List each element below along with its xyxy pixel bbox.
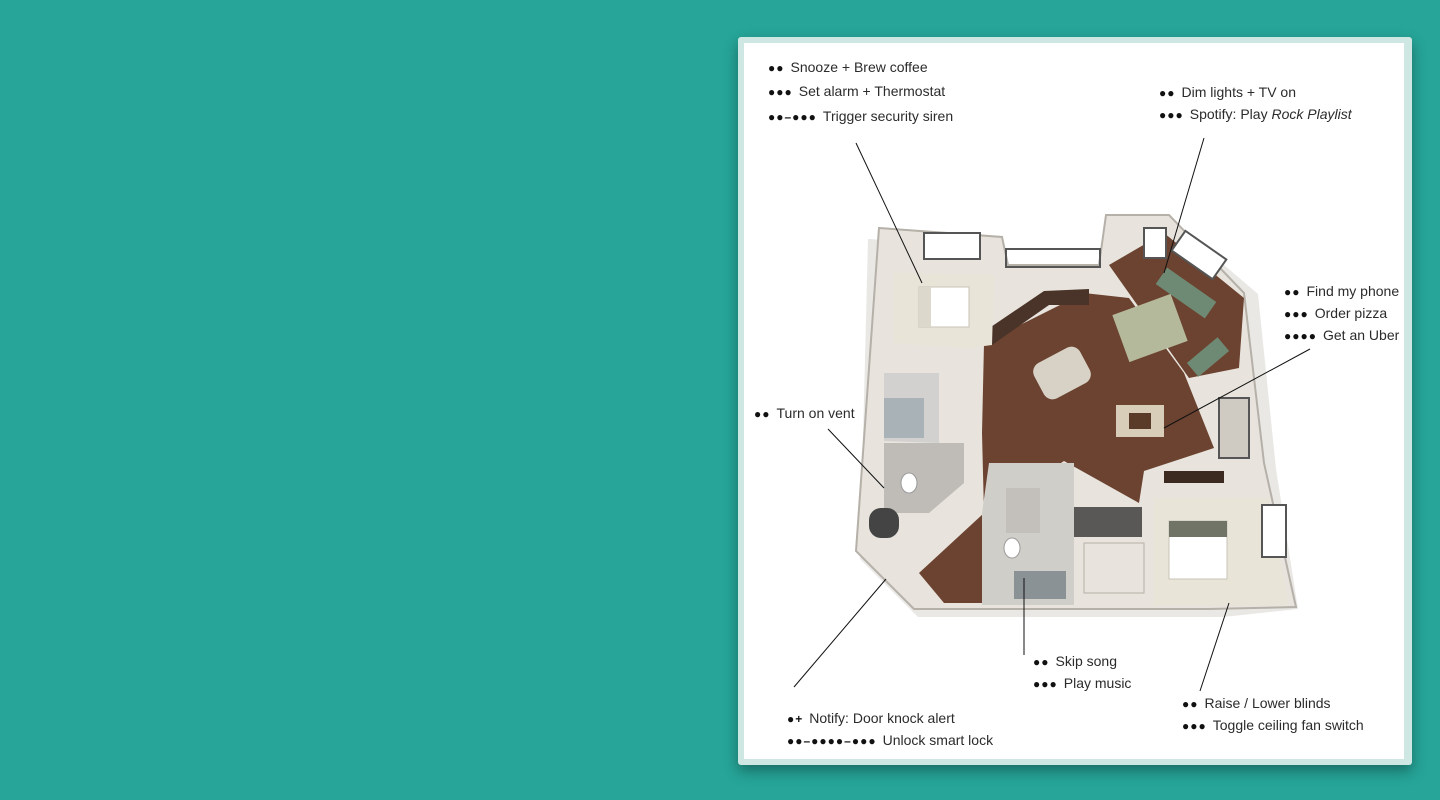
- kitchen-island: [1033, 346, 1091, 400]
- window-living-2: [1170, 229, 1228, 281]
- gesture-dots: ●+: [787, 712, 804, 726]
- leader-dining: [1163, 348, 1311, 429]
- gesture-dots: ●●●: [1284, 307, 1309, 321]
- kitchen-counter: [982, 289, 1089, 345]
- toilet-bottom: [1003, 537, 1021, 559]
- annotation-blinds: ●● Raise / Lower blinds: [1182, 695, 1331, 712]
- bath-bottom-floor: [982, 463, 1074, 605]
- annotation-turn-on-vent: ●● Turn on vent: [754, 405, 855, 422]
- bed-top-headboard: [919, 287, 931, 327]
- living-floor: [1109, 233, 1244, 378]
- gesture-dots: ●●–●●●: [768, 110, 817, 124]
- sofa: [1155, 267, 1217, 319]
- annotation-text: Unlock smart lock: [882, 732, 994, 748]
- armchair: [1186, 337, 1230, 377]
- annotation-find-phone: ●● Find my phone: [1284, 283, 1399, 300]
- gesture-dots: ●●●●: [1284, 329, 1317, 343]
- annotation-text: Spotify: Play: [1189, 106, 1272, 122]
- annotation-text: Order pizza: [1314, 305, 1388, 321]
- annotation-text: Notify: Door knock alert: [809, 710, 955, 726]
- annotation-text: Toggle ceiling fan switch: [1212, 717, 1364, 733]
- window-top: [923, 232, 981, 260]
- annotation-text: Set alarm + Thermostat: [798, 83, 946, 99]
- bathtub-bottom: [1014, 571, 1066, 599]
- annotation-spotify: ●●● Spotify: Play Rock Playlist: [1159, 106, 1352, 123]
- gesture-dots: ●●: [768, 61, 785, 75]
- annotation-set-alarm: ●●● Set alarm + Thermostat: [768, 83, 945, 100]
- annotation-order-pizza: ●●● Order pizza: [1284, 305, 1387, 322]
- window-living-1: [1143, 227, 1167, 259]
- leader-entry: [793, 578, 887, 688]
- utility-room: [1074, 507, 1142, 537]
- bed-bottom-blanket: [1169, 521, 1227, 537]
- annotation-text: Raise / Lower blinds: [1204, 695, 1331, 711]
- leader-bedroom-top: [855, 142, 923, 284]
- annotation-text: Find my phone: [1306, 283, 1400, 299]
- annotation-text: Dim lights + TV on: [1181, 84, 1297, 100]
- annotation-skip-song: ●● Skip song: [1033, 653, 1117, 670]
- annotation-door-knock: ●+ Notify: Door knock alert: [787, 710, 955, 727]
- gesture-dots: ●●: [1284, 285, 1301, 299]
- annotation-ceiling-fan: ●●● Toggle ceiling fan switch: [1182, 717, 1364, 734]
- annotation-text: Trigger security siren: [822, 108, 954, 124]
- annotation-play-music: ●●● Play music: [1033, 675, 1131, 692]
- gesture-dots: ●●●: [768, 85, 793, 99]
- closet: [1083, 542, 1145, 594]
- floorplan-canvas: ●● Snooze + Brew coffee ●●● Set alarm + Th…: [744, 43, 1404, 759]
- gesture-dots: ●●: [1033, 655, 1050, 669]
- leader-bath-left: [827, 428, 885, 489]
- gesture-dots: ●●: [754, 407, 771, 421]
- bath-left-lower: [884, 443, 964, 513]
- playlist-name: Rock Playlist: [1271, 106, 1352, 122]
- floorplan-diagram: [793, 137, 1311, 692]
- floorplan-card: ●● Snooze + Brew coffee ●●● Set alarm + Th…: [738, 37, 1412, 765]
- washer: [869, 508, 899, 538]
- balcony-railing: [1005, 248, 1101, 268]
- annotation-text: Skip song: [1055, 653, 1117, 669]
- living-rug: [1112, 293, 1188, 363]
- annotation-text: Get an Uber: [1323, 327, 1400, 343]
- gesture-dots: ●●●: [1033, 677, 1058, 691]
- annotation-text: Turn on vent: [776, 405, 855, 421]
- annotation-security-siren: ●●–●●● Trigger security siren: [768, 108, 953, 125]
- dresser: [1164, 471, 1224, 483]
- shower: [1006, 488, 1040, 533]
- gesture-dots: ●●: [1159, 86, 1176, 100]
- gesture-dots: ●●–●●●●–●●●: [787, 734, 877, 748]
- annotation-text: Snooze + Brew coffee: [790, 59, 928, 75]
- gesture-dots: ●●●: [1182, 719, 1207, 733]
- annotation-text: Play music: [1063, 675, 1132, 691]
- gesture-dots: ●●●: [1159, 108, 1184, 122]
- leader-living: [1163, 137, 1205, 274]
- annotation-snooze: ●● Snooze + Brew coffee: [768, 59, 928, 76]
- window-bottom-right: [1261, 504, 1287, 558]
- bathtub-left: [884, 398, 924, 438]
- leader-bedroom-bottom: [1199, 602, 1230, 692]
- dining-table: [1129, 413, 1151, 429]
- annotation-dim-lights: ●● Dim lights + TV on: [1159, 84, 1296, 101]
- gesture-dots: ●●: [1182, 697, 1199, 711]
- annotation-get-uber: ●●●● Get an Uber: [1284, 327, 1399, 344]
- annotation-unlock-lock: ●●–●●●●–●●● Unlock smart lock: [787, 732, 993, 749]
- side-balcony: [1218, 397, 1250, 459]
- toilet-left: [900, 472, 918, 494]
